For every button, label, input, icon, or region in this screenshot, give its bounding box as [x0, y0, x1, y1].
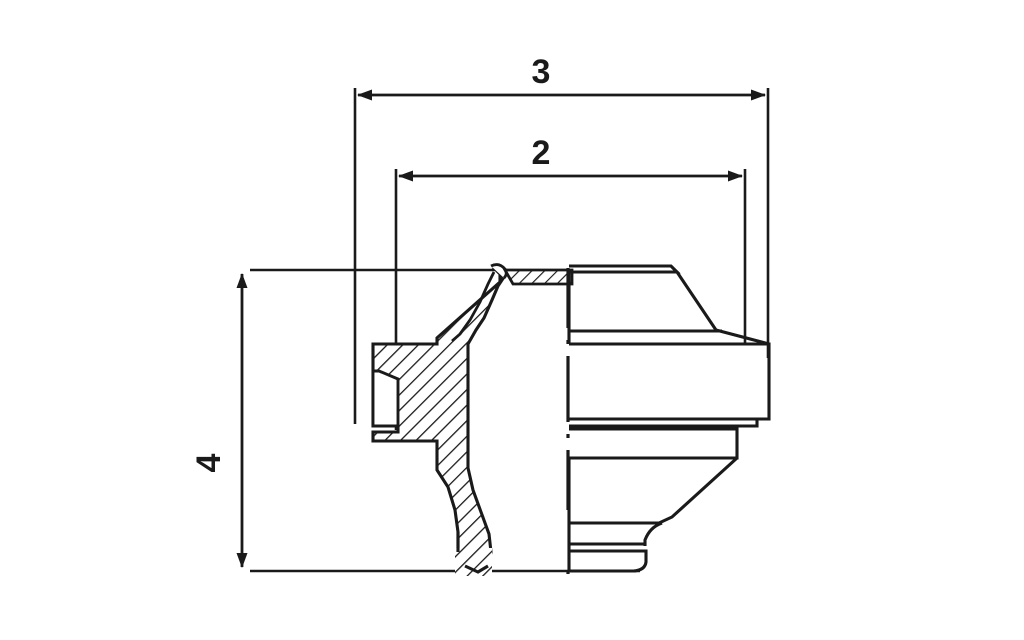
lower-nose-fillet [643, 521, 663, 546]
lip-strip-outline [502, 268, 574, 286]
main-body-block [569, 342, 771, 421]
upper-cone-face [675, 271, 770, 346]
lower-step-c [569, 549, 648, 573]
dimension-label-inner-width: 2 [532, 134, 551, 172]
thin-sealing-lip-strip [502, 268, 574, 286]
mid-collar [569, 417, 759, 428]
mid-flange-plate [569, 427, 739, 460]
part-right-outside-view [567, 264, 771, 573]
foot-outline [456, 532, 489, 574]
dimension-label-overall-height: 4 [190, 453, 228, 472]
internal-notch [371, 369, 400, 428]
dimension-outer-width: 3 [353, 53, 770, 424]
lower-cone-face [658, 456, 739, 525]
part-left-section [371, 263, 508, 576]
inner-wall-edge [451, 271, 496, 343]
dimension-label-outer-width: 3 [532, 53, 551, 91]
top-rim-plate [569, 264, 681, 274]
